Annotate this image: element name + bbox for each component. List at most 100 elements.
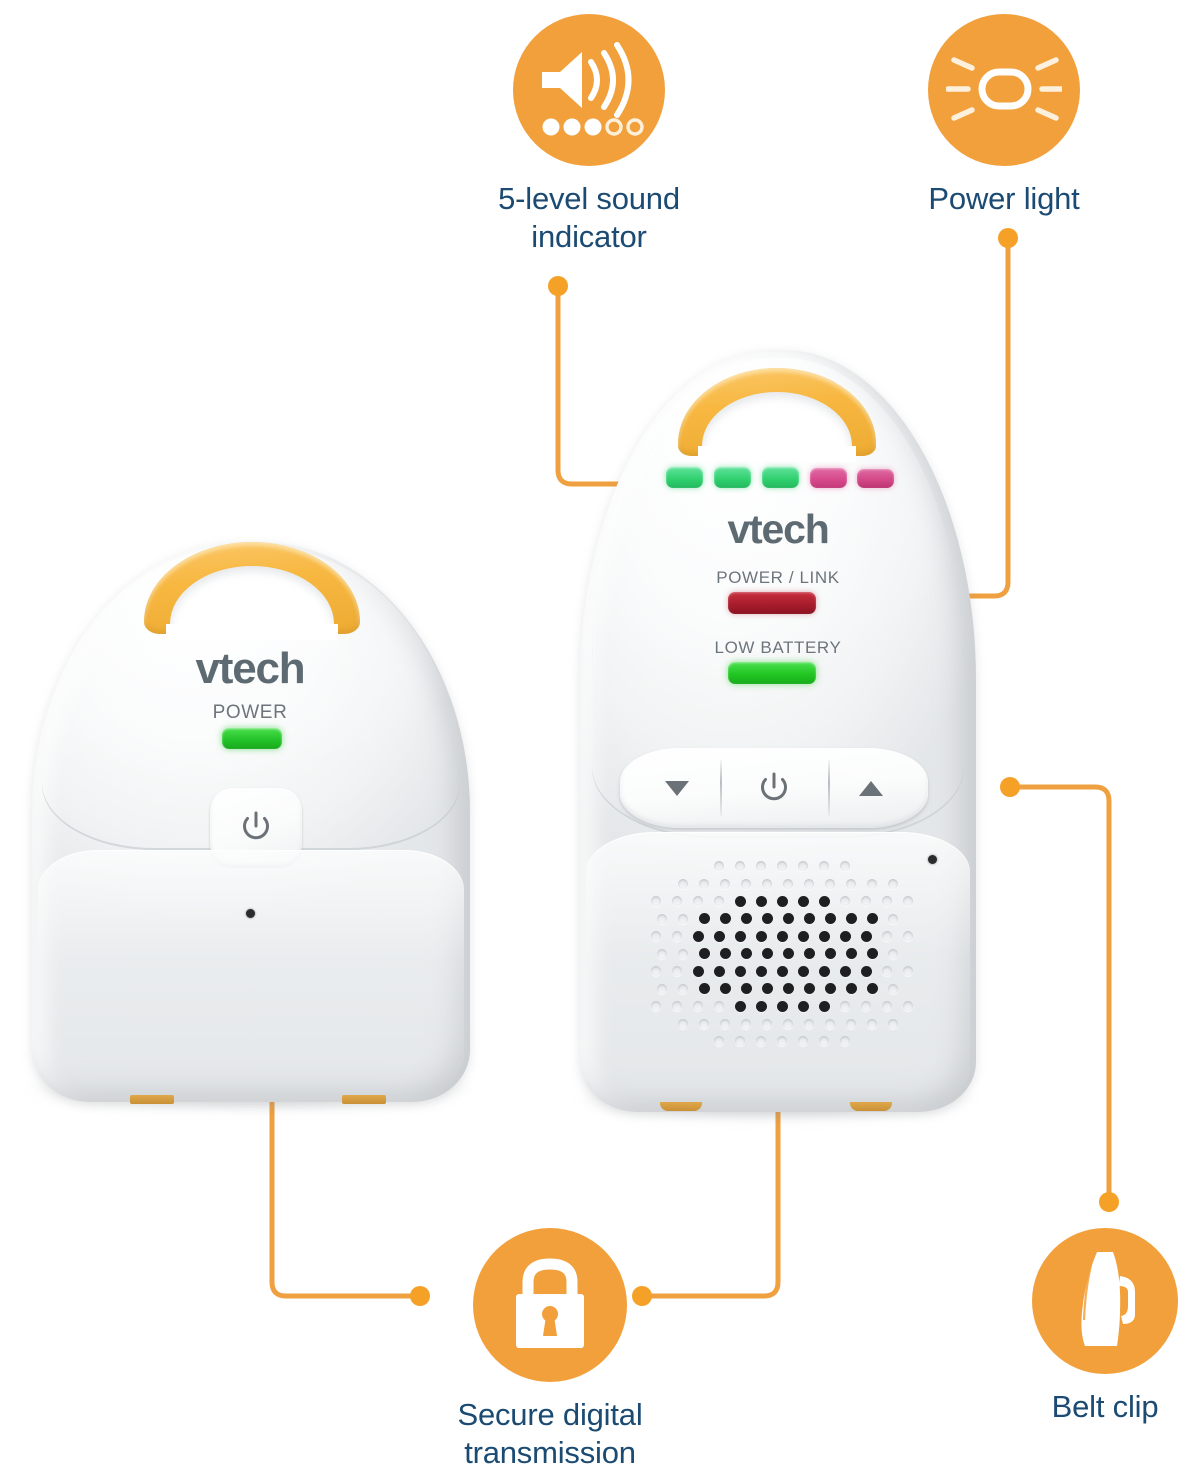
speaker-hole [714,1001,724,1011]
speaker-hole [866,913,878,924]
speaker-hole [651,966,661,976]
speaker-hole [882,1001,892,1011]
speaker-hole [824,983,836,994]
baby-unit-button-strip [620,748,928,828]
speaker-hole [740,983,752,994]
speaker-hole [755,895,767,907]
speaker-hole [846,1018,856,1029]
speaker-hole [840,1001,850,1011]
speaker-hole [678,913,688,924]
speaker-hole [882,966,892,976]
speaker-hole [846,878,856,889]
speaker-hole [860,930,872,942]
volume-up-button[interactable] [828,758,914,818]
speaker-hole [824,913,836,924]
speaker-hole [798,861,808,871]
speaker-hole [755,1000,767,1012]
power-symbol-icon [761,772,787,801]
speaker-hole [782,948,794,959]
speaker-hole [888,983,898,994]
connector-belt-clip [995,768,1135,1228]
speaker-hole [882,931,892,941]
speaker-hole [672,896,682,906]
parent-unit-brand-logo: vtech [195,644,306,693]
baby-unit-foot-left [660,1102,702,1111]
speaker-hole [888,913,898,924]
speaker-hole [782,983,794,994]
speaker-hole [755,930,767,942]
triangle-up-icon [859,780,883,796]
baby-unit-power-button[interactable] [732,758,816,818]
speaker-hole [825,878,835,889]
speaker-hole [804,1018,814,1029]
speaker-hole [651,931,661,941]
baby-unit-speaker-grille [644,860,916,1060]
speaker-hole [819,1036,829,1046]
speaker-hole [678,1018,688,1029]
speaker-hole [819,861,829,871]
parent-unit-power-led [222,728,282,749]
baby-unit-foot-right [850,1102,892,1111]
speaker-hole [803,983,815,994]
speaker-hole [783,1018,793,1029]
speaker-hole [888,1018,898,1029]
lamp-rays-icon [928,14,1080,166]
speaker-hole [888,948,898,959]
baby-unit-power-link-label: POWER / LINK [716,568,840,587]
baby-unit-brand-logo: vtech [727,506,829,552]
speaker-hole [777,861,787,871]
speaker-hole [761,983,773,994]
speaker-hole [903,931,913,941]
speaker-hole [818,895,830,907]
parent-unit-power-label: POWER [212,702,288,723]
speaker-hole [762,878,772,889]
speaker-hole [734,1000,746,1012]
speaker-hole [797,895,809,907]
speaker-hole [698,913,710,924]
speaker-hole [672,966,682,976]
speaker-hole [818,930,830,942]
sound-led-3 [762,467,799,488]
callout-belt-clip: Belt clip [1028,1228,1182,1426]
speaker-hole [678,878,688,889]
speaker-hole [845,913,857,924]
speaker-hole [698,948,710,959]
baby-unit-low-battery-label: LOW BATTERY [714,638,842,657]
speaker-hole [651,896,661,906]
speaker-hole [782,913,794,924]
speaker-hole [803,913,815,924]
parent-unit: vtech POWER [20,520,480,1130]
baby-unit-handle-base [698,446,856,462]
speaker-hole [714,1036,724,1046]
speaker-hole [692,930,704,942]
speaker-hole [719,913,731,924]
speaker-hole [678,948,688,959]
speaker-hole [776,965,788,977]
belt-clip-icon [1032,1228,1178,1374]
volume-down-button[interactable] [634,758,720,818]
parent-unit-lower-seam [38,850,464,1100]
speaker-hole [840,1036,850,1046]
speaker-hole [818,1000,830,1012]
speaker-hole [720,1018,730,1029]
speaker-hole [734,965,746,977]
speaker-hole [699,1018,709,1029]
speaker-hole [714,861,724,871]
speaker-hole [693,896,703,906]
speaker-hole [672,1001,682,1011]
speaker-hole [840,861,850,871]
speaker-hole [719,948,731,959]
speaker-hole [657,948,667,959]
speaker-hole [740,913,752,924]
speaker-hole [803,948,815,959]
parent-unit-microphone [246,909,255,918]
speaker-hole [719,983,731,994]
speaker-hole [839,965,851,977]
baby-unit: vtech POWER / LINK LOW BATTERY [560,340,990,1130]
speaker-hole [735,861,745,871]
speaker-hole [692,965,704,977]
callout-power-light: Power light [876,14,1132,218]
callout-label-belt-clip: Belt clip [1051,1389,1159,1424]
speaker-hole [713,965,725,977]
